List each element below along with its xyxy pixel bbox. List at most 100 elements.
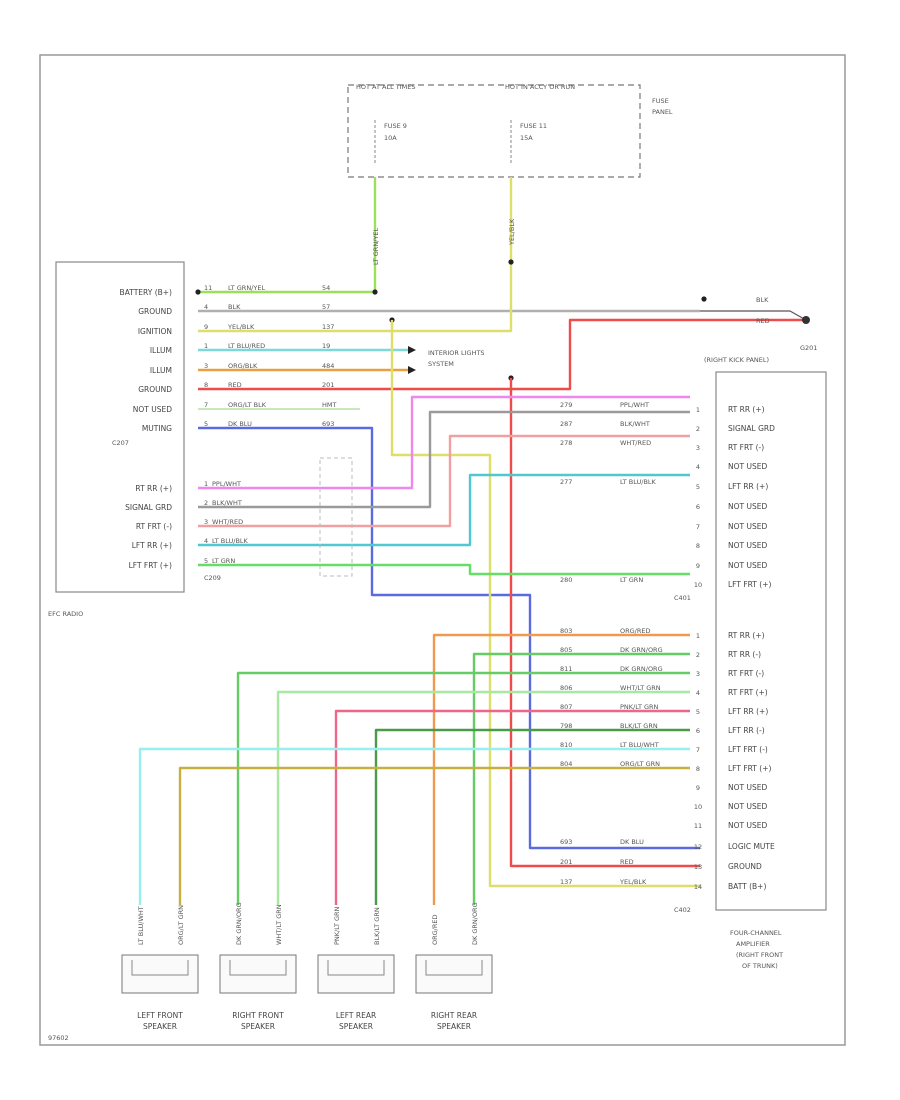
c401-pin-number: 2 [696,425,700,433]
c402-pin-label: BATT (B+) [728,882,766,891]
c209-inline-box [319,457,353,577]
wire-rtfrt-whtred [198,434,690,528]
c402-pin-number: 4 [696,689,700,697]
radio-top-pin-label: ILLUM [150,366,172,375]
c402-pin-label: LOGIC MUTE [728,842,775,851]
fuse-header-left: HOT AT ALL TIMES [356,83,416,91]
c402-wire-circuit: 803 [560,627,572,635]
c402-pin-number: 8 [696,765,700,773]
c402-wire-color: ORG/LT GRN [620,760,660,768]
fuse-9-rating: 10A [384,134,397,142]
c402-pin-number: 14 [694,883,702,891]
radio-top-wire-pin: 3 [204,362,208,370]
radio-top-wire-circuit: 484 [322,362,334,370]
radio-top-wire-circuit: 693 [322,420,334,428]
c402-pin-label: NOT USED [728,783,767,792]
radio-top-wire-circuit: 54 [322,284,330,292]
radio-top-pin-label: ILLUM [150,346,172,355]
amplifier-label-1: FOUR-CHANNEL [730,929,782,937]
fuse-header-right: HOT IN ACCY OR RUN [505,83,575,91]
c401-pin-label: LFT FRT (+) [728,580,771,589]
c401-pin-label: SIGNAL GRD [728,424,775,433]
c401-wire-circuit: 279 [560,401,572,409]
c402-wire-circuit: 201 [560,858,572,866]
speaker-name: SPEAKER [241,1022,275,1031]
c401-pin-number: 6 [696,503,700,511]
speaker-name: SPEAKER [437,1022,471,1031]
wire-spk-dkgrnorg [472,652,690,905]
c401-pin-label: LFT RR (+) [728,482,768,491]
radio-top-pin-label: NOT USED [133,405,172,414]
figure-id: 97602 [48,1034,69,1042]
wire-ground-blk-dashed [700,310,807,321]
c401-pin-label: NOT USED [728,502,767,511]
speaker-cone [229,960,287,976]
c401-wire-color: WHT/RED [620,439,651,447]
c402-wire-circuit: 805 [560,646,572,654]
c401-pin-label: RT FRT (-) [728,443,764,452]
speaker-cone [131,960,189,976]
radio-bottom-pin-label: LFT FRT (+) [129,561,172,570]
radio-top-wire-pin: 11 [204,284,212,292]
c402-wire-circuit: 693 [560,838,572,846]
c401-pin-number: 3 [696,444,700,452]
speaker-wire-label: LT BLU/WHT [137,906,145,945]
fuse-panel-label-1: FUSE [652,97,669,105]
radio-bottom-wire-pin: 2 [204,499,208,507]
c401-wire-color: PPL/WHT [620,401,649,409]
fuse-11-name: FUSE 11 [520,122,547,130]
radio-bottom-wire-color: PPL/WHT [212,480,241,488]
radio-bottom-pin-label: RT FRT (-) [136,522,172,531]
radio-top-wire-color: ORG/LT BLK [228,401,267,409]
c402-pin-label: LFT FRT (-) [728,745,768,754]
radio-box [55,261,185,593]
c402-pin-label: RT FRT (-) [728,669,764,678]
ground-location: (RIGHT KICK PANEL) [704,356,769,364]
radio-top-wire-color: RED [228,381,242,389]
c402-pin-number: 1 [696,632,700,640]
amplifier-box [715,371,827,911]
c402-pin-number: 11 [694,822,702,830]
ground-wire-blk-label: BLK [756,296,769,304]
c402-pin-number: 5 [696,708,700,716]
c402-pin-label: RT RR (+) [728,631,765,640]
fuse-panel: HOT AT ALL TIMES HOT IN ACCY OR RUN FUSE… [347,83,673,178]
c401-wire-circuit: 280 [560,576,572,584]
radio-bottom-pin-label: SIGNAL GRD [125,503,172,512]
radio-name: EFC RADIO [48,610,83,618]
c401-pin-label: NOT USED [728,462,767,471]
radio-top-wire-color: ORG/BLK [228,362,258,370]
c402-pin-number: 6 [696,727,700,735]
fuse-9-name: FUSE 9 [384,122,407,130]
radio-top-pin-label: IGNITION [138,327,172,336]
c401-pin-number: 8 [696,542,700,550]
radio-top-pin-labels: BATTERY (B+)GROUNDIGNITIONILLUMILLUMGROU… [120,288,173,433]
c401-wire-circuit: 277 [560,478,572,486]
radio-top-wire-color: DK BLU [228,420,252,428]
c402-label: C402 [674,906,691,914]
radio-top-pin-label: GROUND [138,307,172,316]
splice-dot [508,259,514,265]
c401-pin-label: NOT USED [728,541,767,550]
radio-top-wire-pin: 8 [204,381,208,389]
c401-wire-color: BLK/WHT [620,420,650,428]
ground-connector: G201 [800,344,817,352]
c402-wire-circuit: 811 [560,665,572,673]
wire-spk-dkgrnorg [236,671,690,905]
radio-c209-label: C209 [204,574,221,582]
speaker-wire-label: DK GRN/ORG [471,902,479,945]
c402-pin-number: 10 [694,803,702,811]
c401-pin-number: 10 [694,581,702,589]
speaker-wire-label: ORG/LT GRN [177,905,185,945]
speaker-name: LEFT FRONT [137,1011,183,1020]
c402-pin-number: 3 [696,670,700,678]
speaker-name: RIGHT FRONT [232,1011,284,1020]
c402-pin-number: 9 [696,784,700,792]
c402-wire-circuit: 810 [560,741,572,749]
speaker-name: LEFT REAR [336,1011,376,1020]
wire-spk-blkltgrn [374,728,690,905]
wire-spk-orgred [432,633,690,905]
wire-rtrr-pplwht [198,395,690,490]
